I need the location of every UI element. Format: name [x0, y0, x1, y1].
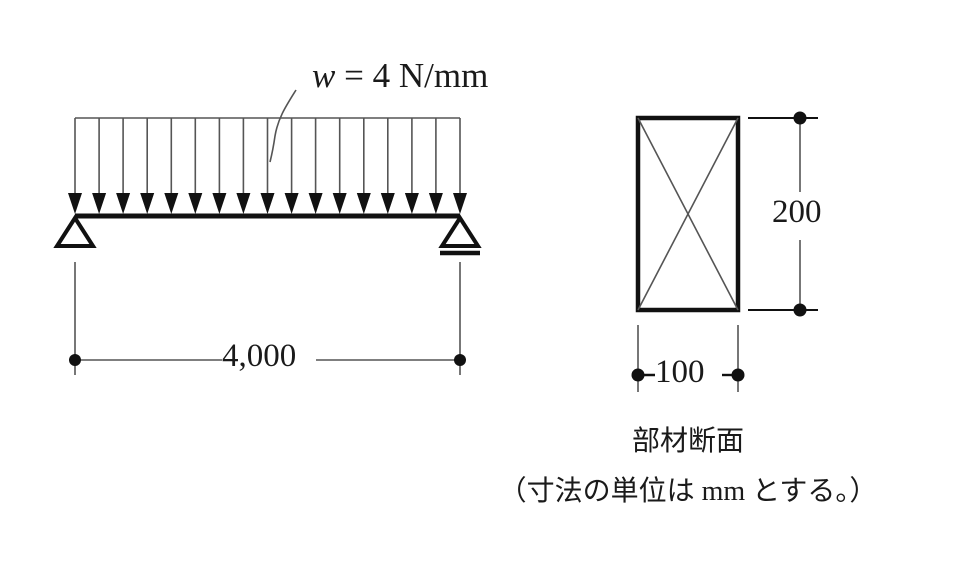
load-unit: N/mm: [398, 56, 489, 95]
udl-arrow: [212, 118, 227, 214]
beam-diagram: [53, 89, 482, 375]
udl-arrow: [332, 118, 347, 214]
section-diagonal-2: [637, 117, 739, 311]
section-caption-units-note: （寸法の単位は mm とする。）: [498, 476, 878, 507]
span-dimension-dot-right: [454, 354, 466, 366]
depth-dimension-dot-top: [793, 111, 807, 125]
load-symbol: w: [312, 56, 336, 95]
udl-arrow: [380, 118, 395, 214]
udl-arrow: [236, 118, 251, 214]
load-equals-sign: =: [344, 56, 364, 95]
span-dimension-dot-left: [69, 354, 81, 366]
depth-dimension-dot-bottom: [793, 303, 807, 317]
load-label-leader-line: [269, 89, 297, 163]
section-width-label: 100: [655, 354, 705, 390]
udl-arrow: [140, 118, 155, 214]
span-dimension-label: 4,000: [222, 338, 297, 374]
section-depth-label: 200: [772, 194, 822, 230]
udl-arrow-group: [68, 118, 467, 214]
load-magnitude-value: 4: [372, 56, 391, 95]
width-dimension-dot-right: [731, 368, 745, 382]
udl-arrow: [404, 118, 419, 214]
udl-arrow: [356, 118, 371, 214]
udl-arrow: [188, 118, 203, 214]
udl-arrow: [68, 118, 82, 214]
udl-arrow: [428, 118, 443, 214]
udl-arrow: [260, 118, 275, 214]
width-dimension-dot-left: [631, 368, 645, 382]
udl-arrow: [116, 118, 131, 214]
load-magnitude-label: w = 4 N/mm: [312, 58, 488, 93]
section-caption-title: 部材断面: [631, 426, 744, 457]
pin-support-triangle: [53, 214, 97, 248]
udl-arrow: [92, 118, 107, 214]
udl-arrow: [284, 118, 299, 214]
udl-arrow: [164, 118, 179, 214]
roller-support-triangle: [438, 214, 482, 248]
udl-arrow: [308, 118, 323, 214]
udl-arrow: [453, 118, 467, 214]
section-diagram: [631, 111, 818, 392]
